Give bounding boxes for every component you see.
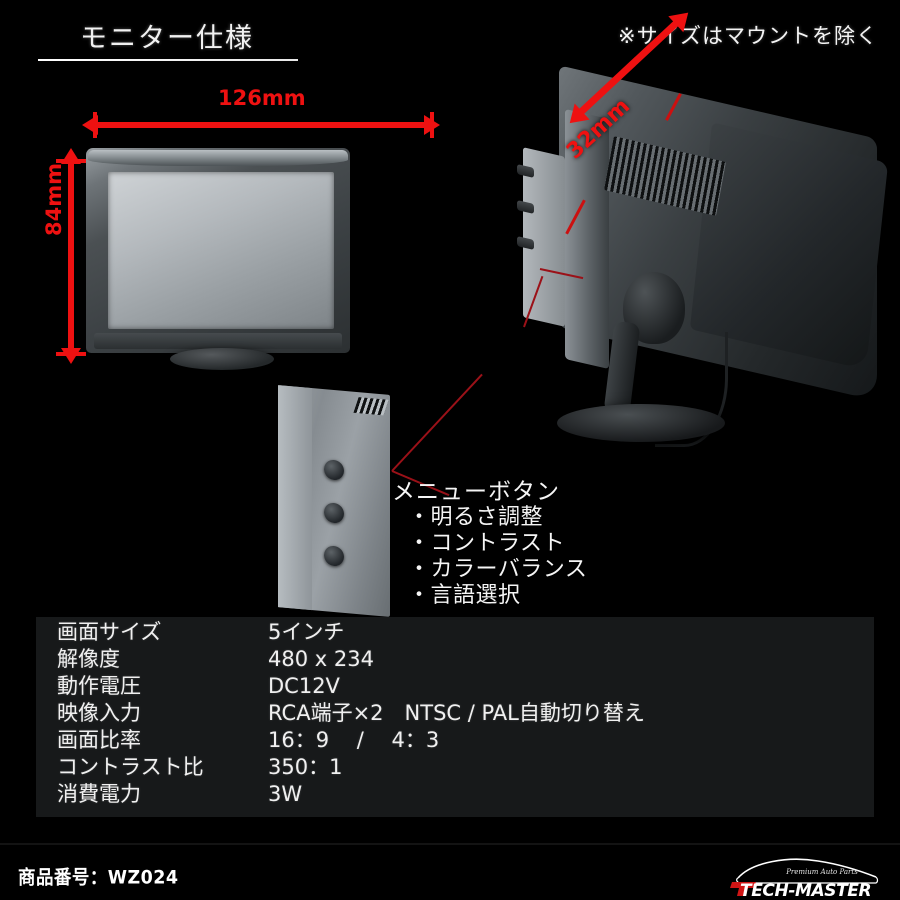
monitor-front-view	[86, 148, 350, 353]
width-dimension-label: 126mm	[218, 86, 306, 110]
table-row: 画面比率 16：9 / 4：3	[57, 728, 645, 755]
height-arrow	[61, 148, 81, 364]
spec-label: コントラスト比	[57, 755, 204, 779]
car-silhouette-icon	[737, 858, 877, 879]
spec-label: 消費電力	[57, 782, 141, 806]
width-arrow	[82, 115, 440, 135]
closeup-button-3	[324, 545, 344, 567]
callout-item: ・言語選択	[408, 583, 521, 608]
spec-value: DC12V	[268, 674, 340, 698]
logo-t-mark	[730, 882, 756, 896]
spec-label: 画面比率	[57, 728, 141, 752]
monitor-top-cap	[88, 150, 348, 166]
brand-logo-icon: Premium Auto Parts TECH-MASTER	[730, 858, 879, 898]
spec-value: 16：9 / 4：3	[268, 728, 440, 752]
callout-title: メニューボタン	[392, 479, 560, 505]
table-row: 消費電力 3W	[57, 782, 645, 809]
spec-label: 画面サイズ	[57, 620, 162, 644]
logo-wordmark: TECH-MASTER	[740, 881, 871, 898]
table-row: コントラスト比 350：1	[57, 755, 645, 782]
tech-master-logo: Premium Auto Parts TECH-MASTER	[726, 858, 886, 898]
monitor-front-stand	[170, 348, 274, 370]
spec-value: 480 x 234	[268, 647, 374, 671]
power-cable	[655, 332, 728, 447]
table-row: 動作電圧 DC12V	[57, 674, 645, 701]
callout-item: ・カラーバランス	[408, 557, 588, 582]
inset-edge	[278, 385, 312, 611]
title-underline	[38, 59, 298, 61]
callout-feature-list: ・明るさ調整 ・コントラスト ・カラーバランス ・言語選択	[408, 505, 587, 609]
spec-value: 350：1	[268, 755, 343, 779]
spec-label: 映像入力	[57, 701, 141, 725]
spec-label: 動作電圧	[57, 674, 141, 698]
callout-item: ・明るさ調整	[408, 505, 544, 530]
footer-separator	[0, 843, 900, 845]
spec-label: 解像度	[57, 647, 120, 671]
monitor-bottom-bezel	[94, 333, 342, 349]
spec-value: RCA端子×2 NTSC / PAL自動切り替え	[268, 701, 645, 725]
table-row: 解像度 480 x 234	[57, 647, 645, 674]
spec-value: 5インチ	[268, 620, 345, 644]
product-number: 商品番号：WZ024	[18, 866, 179, 889]
closeup-button-2	[324, 502, 344, 524]
table-row: 画面サイズ 5インチ	[57, 620, 645, 647]
button-closeup-inset	[278, 385, 390, 617]
logo-tagline: Premium Auto Parts	[785, 868, 858, 876]
monitor-screen	[108, 172, 334, 329]
spec-table: 画面サイズ 5インチ 解像度 480 x 234 動作電圧 DC12V 映像入力…	[57, 620, 645, 809]
spec-panel	[36, 617, 874, 817]
page-title: モニター仕様	[80, 23, 254, 54]
callout-item: ・コントラスト	[408, 531, 566, 556]
mount-base	[557, 404, 725, 442]
table-row: 映像入力 RCA端子×2 NTSC / PAL自動切り替え	[57, 701, 645, 728]
closeup-button-1	[324, 459, 344, 481]
callout-leader-line-1	[391, 373, 483, 472]
inset-vent	[353, 397, 389, 416]
monitor-side-view	[505, 65, 889, 447]
spec-value: 3W	[268, 782, 303, 806]
height-dimension-label: 84mm	[42, 163, 66, 236]
